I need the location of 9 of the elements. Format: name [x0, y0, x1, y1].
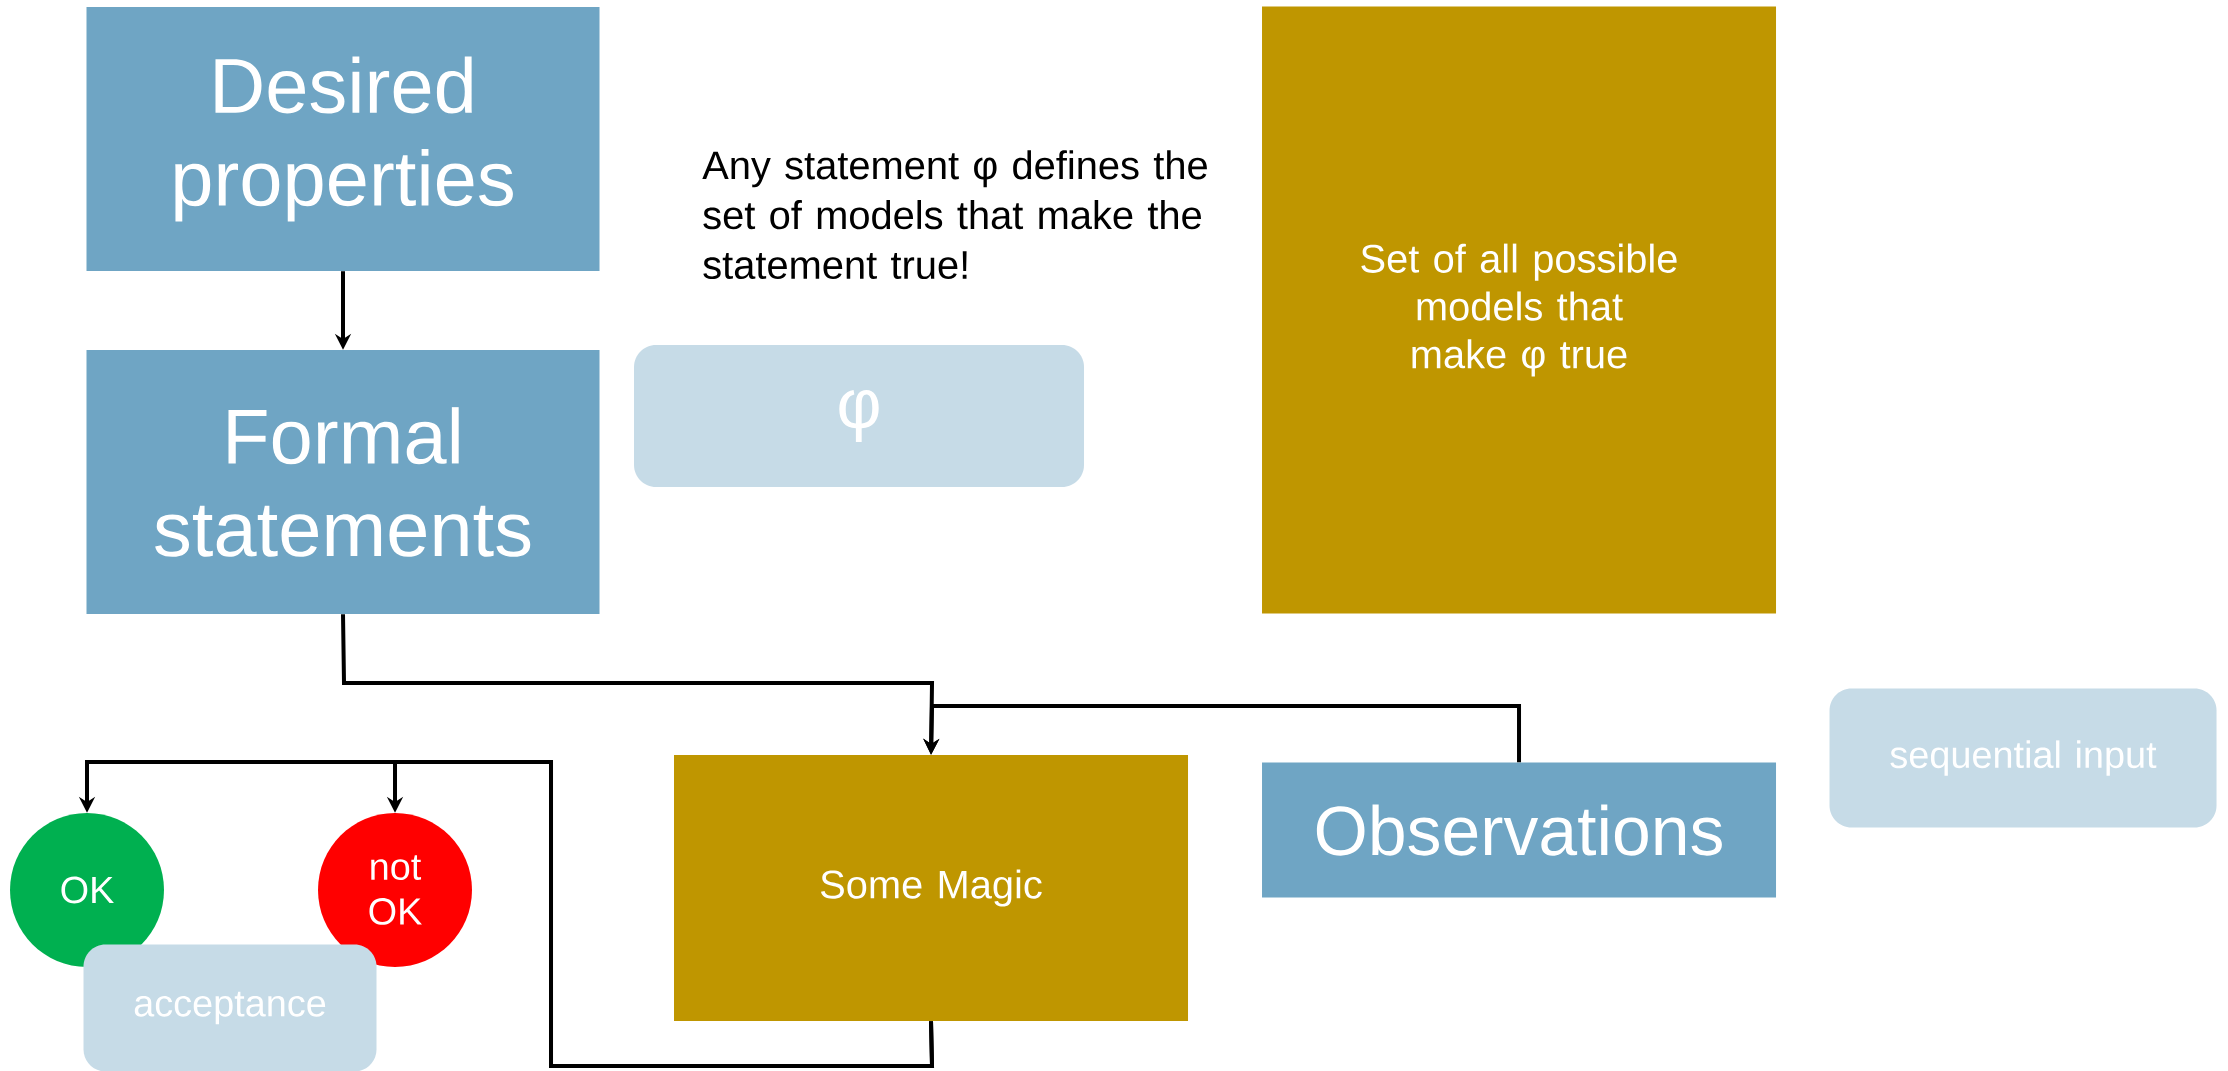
process-box: Some Magic	[674, 755, 1188, 1021]
process-box: Formal statements	[86, 350, 600, 614]
set-box: Set of all possible models that make φ true	[1262, 6, 1777, 614]
process-box: Desired properties	[86, 7, 600, 271]
input-box: Observations	[1262, 762, 1777, 898]
note-box: sequential input	[1829, 688, 2217, 828]
statement-text: Any statement φ defines the set of models that make the statement true!	[702, 150, 1207, 280]
note-box: acceptance	[83, 944, 377, 1071]
formula-box: φ	[634, 345, 1084, 487]
